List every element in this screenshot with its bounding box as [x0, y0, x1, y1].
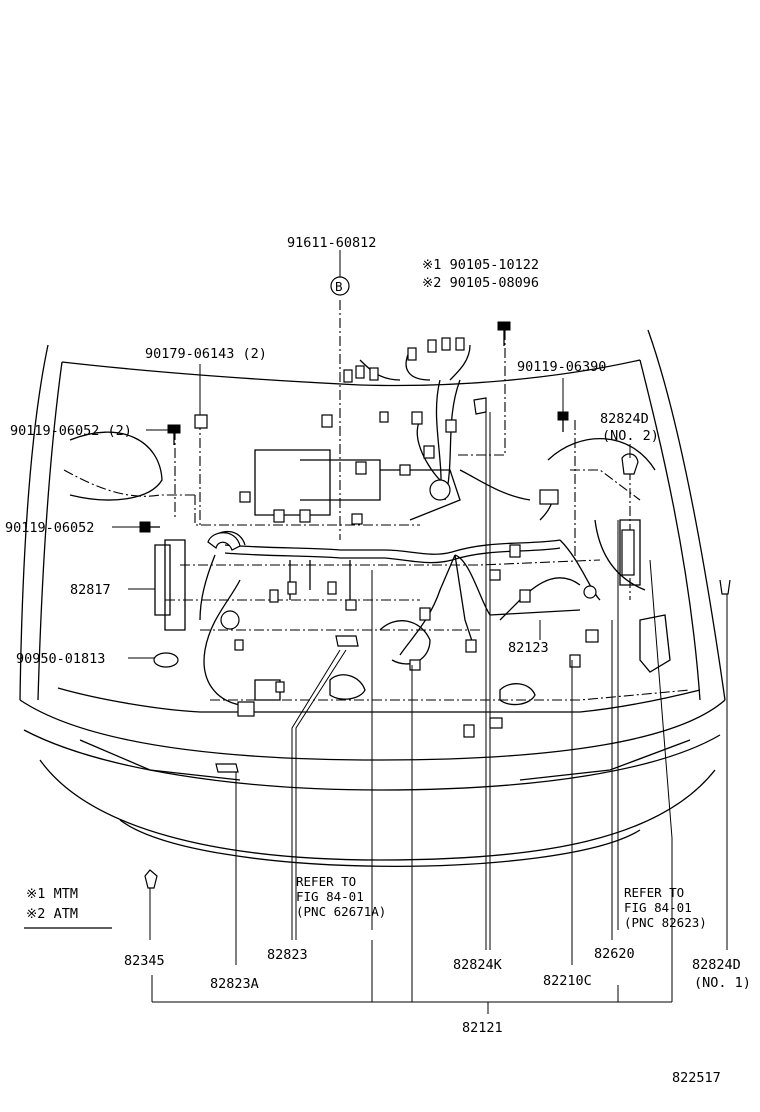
refer-1-line2: FIG 84-01 [296, 889, 364, 904]
label-82210C: 82210C [543, 973, 592, 989]
connectors [220, 337, 635, 738]
legend-atm: ※2 ATM [26, 906, 78, 922]
label-90105-08096: ※2 90105-08096 [422, 275, 539, 291]
label-91611-60812: 91611-60812 [287, 235, 376, 251]
label-82345: 82345 [124, 953, 165, 969]
engine-harness [154, 344, 671, 706]
label-82824D-no1: 82824D [692, 957, 741, 973]
label-90179-06143: 90179-06143 (2) [145, 346, 267, 362]
leader-lines [112, 250, 728, 1014]
reference-frame-lines [63, 300, 691, 701]
label-90950-01813: 90950-01813 [16, 651, 105, 667]
label-82823A: 82823A [210, 976, 259, 992]
legend-mtm: ※1 MTM [26, 886, 78, 902]
figure-number: 822517 [672, 1070, 721, 1086]
refer-2-line3: (PNC 82623) [624, 915, 707, 930]
label-82824D-no2: 82824D [600, 411, 649, 427]
label-90105-10122: ※1 90105-10122 [422, 257, 539, 273]
label-90119-06052: 90119-06052 [5, 520, 94, 536]
label-90119-06052-2: 90119-06052 (2) [10, 423, 132, 439]
fastener-icons [139, 276, 731, 889]
refer-1-line3: (PNC 62671A) [296, 904, 386, 919]
label-82824K: 82824K [453, 957, 503, 973]
refer-1-line1: REFER TO [296, 874, 356, 889]
refer-2-line1: REFER TO [624, 885, 684, 900]
label-82823: 82823 [267, 947, 308, 963]
vehicle-body-outline [19, 329, 726, 867]
label-82620: 82620 [594, 946, 635, 962]
callout-b-letter: B [335, 279, 343, 294]
label-82123: 82123 [508, 640, 549, 656]
label-82824D-no2-sub: (NO. 2) [602, 428, 659, 444]
part-labels: 91611-60812 B ※1 90105-10122 ※2 90105-08… [5, 235, 751, 1086]
label-90119-06390: 90119-06390 [517, 359, 606, 375]
label-82824D-no1-sub: (NO. 1) [694, 975, 751, 991]
label-82817: 82817 [70, 582, 111, 598]
refer-2-line2: FIG 84-01 [624, 900, 692, 915]
label-82121: 82121 [462, 1020, 503, 1036]
